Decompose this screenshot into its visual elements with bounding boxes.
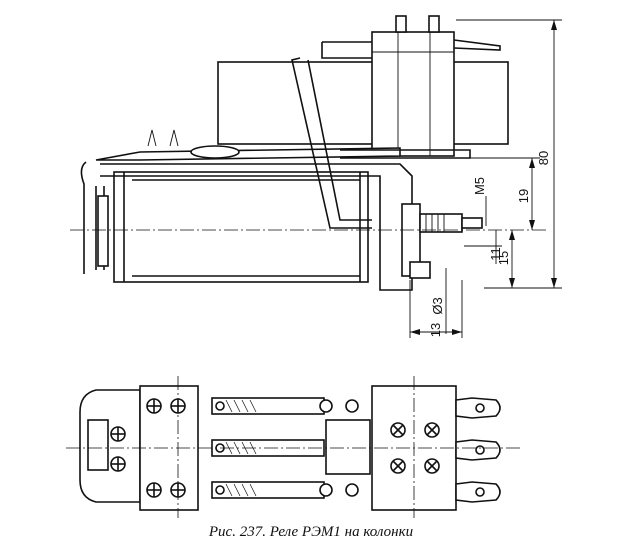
relay-drawing: 80 19 M5 15 11 Ø3 13 [66, 15, 562, 518]
dim-15: 15 [496, 251, 511, 265]
dim-13: 13 [428, 323, 443, 337]
top-view [66, 376, 520, 518]
dim-11: 11 [488, 247, 503, 261]
dim-80: 80 [536, 151, 551, 165]
figure-caption: Рис. 237. Реле РЭМ1 на колонки [208, 524, 414, 540]
side-view [70, 15, 548, 291]
dim-diameter: Ø3 [430, 297, 445, 314]
dim-19: 19 [516, 189, 531, 203]
dimension-lines [409, 19, 562, 338]
dim-m5: M5 [472, 177, 487, 195]
